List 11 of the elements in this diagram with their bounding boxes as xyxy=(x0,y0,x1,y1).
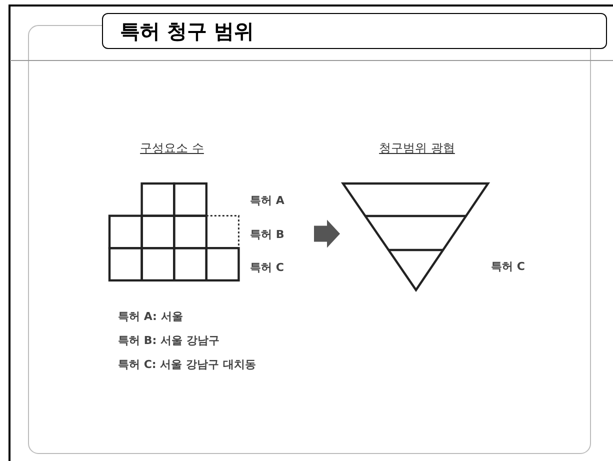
row-label: 특허 C xyxy=(491,259,525,274)
title-bar: 특허 청구 범위 xyxy=(102,13,607,49)
row-label: 특허 C xyxy=(250,260,284,275)
row-label: 특허 A xyxy=(250,193,284,208)
row-label: 특허 B xyxy=(250,226,284,242)
heading-label: 청구범위 광협 xyxy=(378,140,456,157)
note-text: 특허 B: 서울 강남구 xyxy=(118,333,220,348)
heading-label: 구성요소 수 xyxy=(139,140,205,157)
note-text: 특허 A: 서울 xyxy=(118,309,183,324)
note-text: 특허 C: 서울 강남구 대치동 xyxy=(118,357,256,372)
block-arrow xyxy=(314,220,340,248)
